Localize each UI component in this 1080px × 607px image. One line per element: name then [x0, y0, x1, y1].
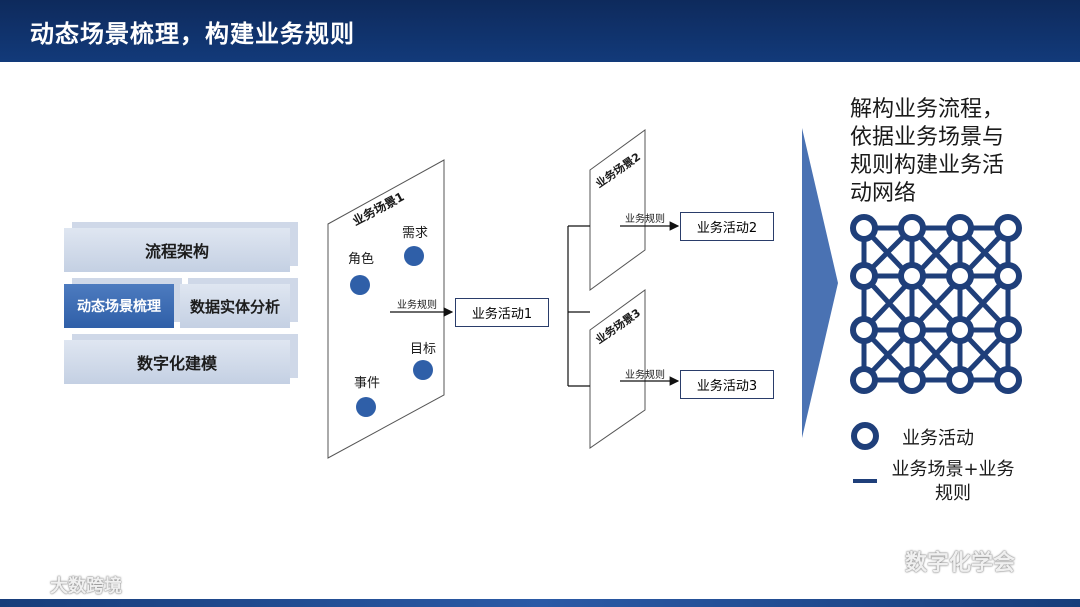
target-icon — [413, 360, 433, 380]
block-process-architecture: 流程架构 — [64, 228, 290, 272]
scene3-panel — [589, 289, 646, 449]
event-icon — [356, 397, 376, 417]
event-label: 事件 — [354, 376, 381, 391]
block-dynamic-scene: 动态场景梳理 — [64, 284, 174, 328]
activity-box-1: 业务活动1 — [455, 298, 549, 327]
scene2-panel — [589, 129, 646, 291]
activity-nodes — [850, 214, 1022, 394]
activity-box-2: 业务活动2 — [680, 212, 774, 241]
watermark-right: 数字化学会 — [905, 551, 1016, 576]
demand-icon — [404, 246, 424, 266]
rule-label-1: 业务规则 — [397, 300, 437, 311]
block-label: 数据实体分析 — [189, 297, 280, 316]
role-icon — [350, 275, 370, 295]
big-arrow-icon — [802, 128, 838, 438]
target-label: 目标 — [410, 342, 437, 357]
network-description: 解构业务流程，依据业务场景与规则构建业务活动网络 — [850, 97, 1005, 206]
page-title: 动态场景梳理，构建业务规则 — [30, 20, 355, 48]
rule-label-3: 业务规则 — [625, 370, 665, 381]
role-label: 角色 — [348, 252, 375, 267]
activity-box-3: 业务活动3 — [680, 370, 774, 399]
block-label: 流程架构 — [144, 242, 209, 261]
legend-edge-label: 业务场景+业务规则 — [891, 459, 1015, 504]
watermark-left: 大数跨境 — [50, 576, 122, 597]
block-label: 数字化建模 — [136, 354, 217, 373]
header-bar: 动态场景梳理，构建业务规则 — [0, 0, 1080, 62]
rule-label-2: 业务规则 — [625, 214, 665, 225]
footer-bar — [0, 599, 1080, 607]
block-digital-modeling: 数字化建模 — [64, 340, 290, 384]
activity-network — [861, 225, 1011, 383]
block-data-entity: 数据实体分析 — [180, 284, 290, 328]
demand-label: 需求 — [402, 226, 429, 241]
legend-node-label: 业务活动 — [902, 428, 974, 449]
scene1-panel — [327, 159, 445, 459]
block-label: 动态场景梳理 — [77, 299, 161, 315]
legend-node-icon — [851, 422, 879, 450]
